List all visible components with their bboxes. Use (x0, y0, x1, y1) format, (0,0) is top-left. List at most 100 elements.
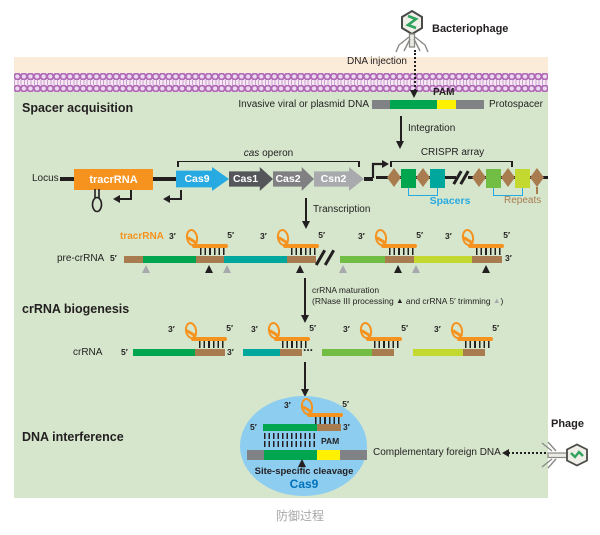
spacers-callout-line (522, 188, 524, 195)
five-prime-label: 5′ (401, 323, 408, 333)
transcription-arrow (305, 198, 307, 222)
three-prime-label: 3′ (358, 231, 365, 241)
pre-crrna-label: pre-crRNA (57, 253, 105, 264)
tracrrna-strand (381, 244, 417, 248)
trimming-triangle-gray (223, 265, 231, 273)
crispr-spacer-green2 (486, 168, 501, 188)
three-prime-label: 3′ (251, 324, 258, 334)
foreign-dna-protospacer-green (264, 450, 317, 460)
interference-arrowhead (300, 389, 309, 397)
cas-operon-label: cas operon (177, 148, 360, 159)
invasive-dna-pam-yellow (437, 100, 456, 109)
repeat-segment (124, 256, 143, 263)
crispr-repeat-diamond (416, 168, 430, 187)
tracrrna-unit: 3′5′ (284, 397, 349, 426)
locus-label: Locus (32, 173, 59, 184)
maturation-label-line1: crRNA maturation (312, 285, 380, 295)
basepair-ticks (200, 247, 226, 255)
locus-line (153, 177, 176, 181)
crrna-spacer-green (133, 349, 195, 356)
foreign-dna-pam-yellow (317, 450, 340, 460)
repeat-segment (196, 256, 224, 263)
section-heading-dna-interference: DNA interference (22, 430, 124, 444)
spacers-callout-line (437, 188, 439, 195)
transcription-arrowhead (301, 221, 310, 229)
five-prime-label: 5′ (492, 323, 499, 333)
interference-arrow (304, 362, 306, 390)
tracrrna-gene-box: tracrRNA (74, 169, 153, 190)
spacer-segment-green (143, 256, 196, 263)
basepair-ticks (465, 340, 491, 348)
crrna-label: crRNA (73, 347, 103, 358)
spacers-callout-line (493, 188, 495, 195)
tracrrna-unit: 3′5′ (169, 228, 234, 257)
bacteriophage-label: Bacteriophage (432, 23, 509, 35)
tracrrna-strand (191, 337, 227, 341)
crrna-spacer-green2 (322, 349, 372, 356)
duplex-ticks (264, 433, 317, 439)
tracrrna-strand (274, 337, 310, 341)
repeat-segment (385, 256, 414, 263)
five-prime-label: 5′ (121, 347, 128, 357)
ellipsis-label: ... (303, 340, 314, 354)
crispr-repeat-diamond (501, 168, 515, 187)
dna-injection-label: DNA injection (346, 56, 407, 67)
five-prime-label: 5′ (250, 422, 257, 432)
tracrrna-unit: 3′ 5′ (251, 321, 316, 350)
crispr-repeat-diamond (387, 168, 401, 187)
tracrrna-strand (457, 337, 493, 341)
five-prime-label: 5′ (226, 323, 233, 333)
crrna-spacer-teal (243, 349, 280, 356)
three-prime-label: 3′ (260, 231, 267, 241)
cas9-label: Cas9 (289, 477, 319, 491)
cas-operon-bracket (177, 161, 360, 167)
three-prime-label: 3′ (168, 324, 175, 334)
membrane-lipid-heads-bottom (14, 85, 548, 92)
five-prime-label: 5′ (309, 323, 316, 333)
three-prime-label: 3′ (169, 231, 176, 241)
invasive-dna-protospacer-green (390, 100, 437, 109)
basepair-ticks (315, 416, 341, 424)
invasive-dna-gray-left (372, 100, 390, 109)
transcription-label: Transcription (313, 204, 371, 215)
crispr-repeat-diamond (530, 168, 544, 187)
maturation-text: and crRNA 5′ trimming (403, 296, 493, 306)
maturation-arrow (304, 278, 306, 316)
tracrrna-label: tracrRNA (120, 231, 164, 242)
crrna-repeat (280, 349, 302, 356)
bacteriophage-icon (395, 9, 429, 53)
dna-injection-arrowhead (410, 90, 418, 98)
crrna-spacer-yellowgreen (413, 349, 463, 356)
extracellular-band (14, 57, 548, 73)
terminator-loop-icon (91, 189, 103, 213)
basepair-ticks (389, 247, 415, 255)
cell-membrane (14, 73, 548, 92)
trimming-triangle-gray (339, 265, 347, 273)
trimming-triangle-gray (142, 265, 150, 273)
integration-arrowhead (396, 141, 404, 149)
spacers-label: Spacers (429, 195, 471, 207)
promoter-arrow-right-icon (371, 160, 389, 178)
basepair-ticks (374, 340, 400, 348)
dna-injection-arrow (414, 50, 416, 91)
crispr-array-bracket (390, 161, 513, 167)
cleavage-triangle-black (394, 265, 402, 273)
cleavage-triangle-black (296, 265, 304, 273)
caption: 防御过程 (275, 509, 324, 523)
cleavage-triangle-black (482, 265, 490, 273)
crrna-repeat (372, 349, 394, 356)
three-prime-label: 3′ (227, 347, 234, 357)
section-heading-crrna-biogenesis: crRNA biogenesis (22, 302, 130, 316)
five-prime-label: 5′ (416, 230, 423, 240)
locus-line (60, 177, 74, 181)
tracrrna-strand (366, 337, 402, 341)
integration-label: Integration (408, 123, 456, 134)
tracrrna-unit: 3′5′ (445, 228, 510, 257)
three-prime-label: 3′ (284, 400, 291, 410)
repeats-callout-line (536, 187, 538, 194)
three-prime-label: 3′ (505, 253, 512, 263)
promoter-arrow-left-icon (163, 190, 182, 203)
phage-dna-arrow (508, 452, 546, 454)
crrna-repeat (463, 349, 485, 356)
tracrrna-unit: 3′5′ (343, 321, 408, 350)
